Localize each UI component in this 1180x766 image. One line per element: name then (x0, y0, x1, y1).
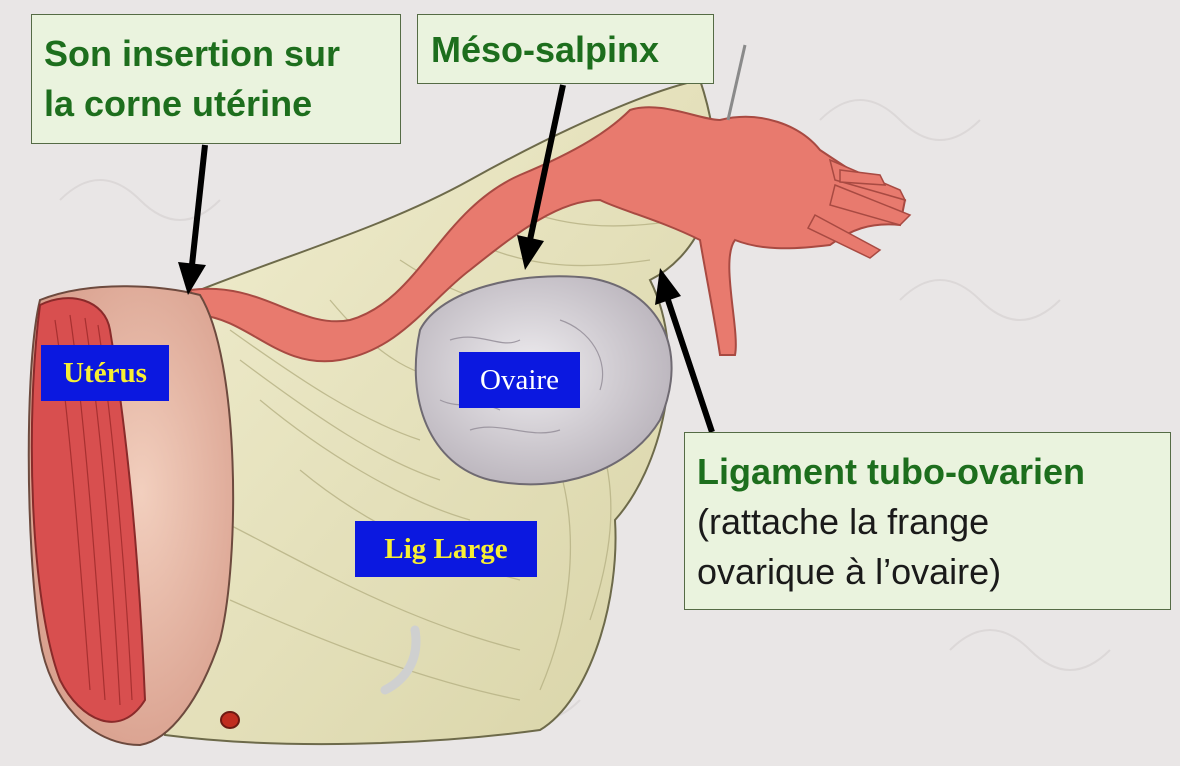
probe (726, 44, 747, 121)
uterus-cut-surface (30, 297, 147, 723)
callout-insertion-line1: Son insertion sur (44, 33, 341, 74)
round-ligament (380, 625, 421, 695)
arrow-insertion-head (178, 262, 206, 295)
arrow-ligament-head (655, 268, 681, 305)
arrow-ligament (665, 299, 715, 433)
callout-insertion: Son insertion sur la corne utérine (31, 14, 401, 144)
callout-ligament-line3: ovarique à l’ovaire) (697, 551, 1002, 592)
uterine-tube (188, 106, 907, 363)
label-ovaire: Ovaire (459, 352, 580, 408)
callout-meso-salpinx: Méso-salpinx (417, 14, 714, 84)
callout-ligament-title: Ligament tubo-ovarien (697, 451, 1086, 492)
label-lig-large: Lig Large (355, 521, 537, 577)
callout-meso-text: Méso-salpinx (431, 29, 660, 70)
label-uterus: Utérus (41, 345, 169, 401)
vessel-opening (220, 711, 240, 729)
arrow-meso (527, 84, 566, 241)
fimbriae (806, 158, 912, 259)
arrow-meso-head (517, 235, 544, 270)
arrow-insertion (189, 144, 208, 266)
callout-ligament-line2: (rattache la frange (697, 501, 990, 542)
pointer-arrows (178, 84, 715, 433)
callout-insertion-line2: la corne utérine (44, 83, 313, 124)
callout-ligament: Ligament tubo-ovarien (rattache la frang… (684, 432, 1171, 610)
